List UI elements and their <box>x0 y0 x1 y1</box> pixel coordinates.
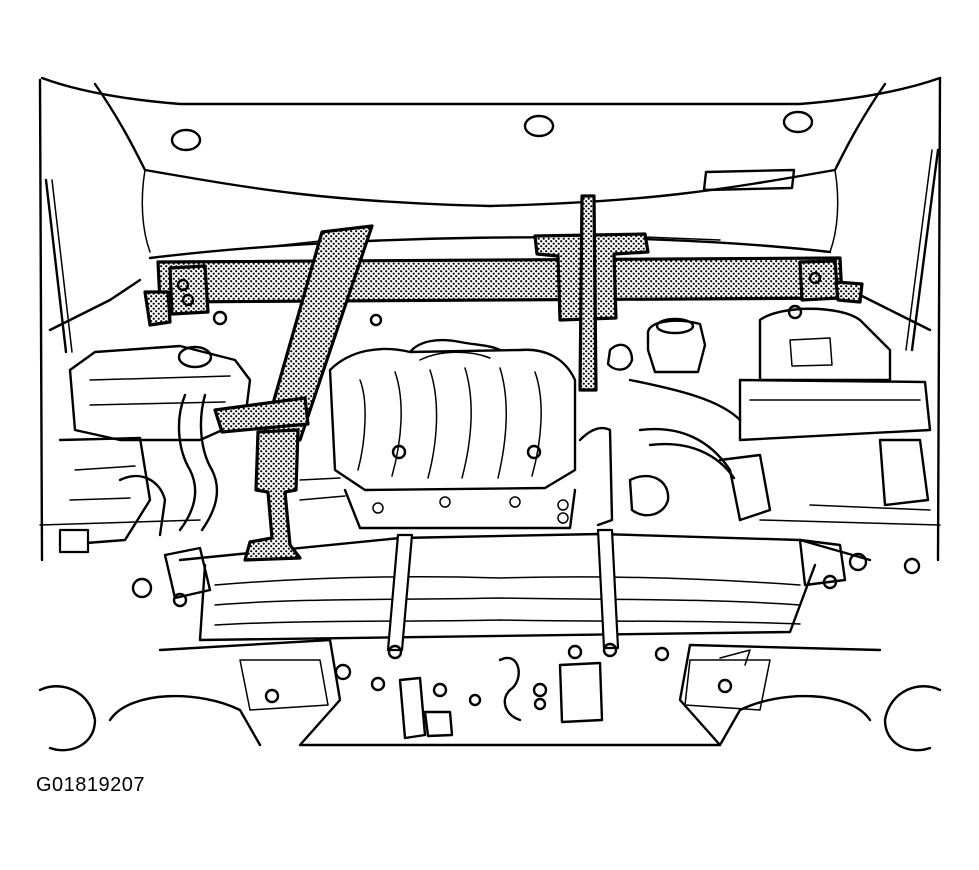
fixture-left-foot <box>143 290 172 327</box>
fixture-lift-hook <box>243 428 302 562</box>
hood-vent-left <box>170 128 202 152</box>
hood-vent-center <box>523 114 555 138</box>
hood <box>40 76 942 253</box>
fixture-lift-bar <box>260 224 374 444</box>
hood-latch-plate <box>702 168 796 192</box>
cowl-panel <box>148 235 832 260</box>
hood-struts <box>44 148 940 354</box>
left-strut-tower <box>68 344 252 532</box>
support-straps <box>386 528 620 660</box>
fixture-right-foot <box>834 280 864 304</box>
engine-support-fixture <box>143 194 864 562</box>
hood-vent-right <box>782 110 814 134</box>
intake-manifold <box>328 338 577 492</box>
fixture-left-bracket <box>168 264 210 316</box>
fixture-center-screw <box>578 194 598 392</box>
fixture-lift-arm <box>213 396 310 434</box>
fixture-crossbar <box>156 256 844 304</box>
body-outline <box>38 76 942 562</box>
left-side-components <box>58 436 167 554</box>
figure-code: G01819207 <box>36 774 146 796</box>
engine-block <box>299 477 577 530</box>
right-side-components <box>578 307 932 527</box>
front-fascia <box>38 638 942 752</box>
